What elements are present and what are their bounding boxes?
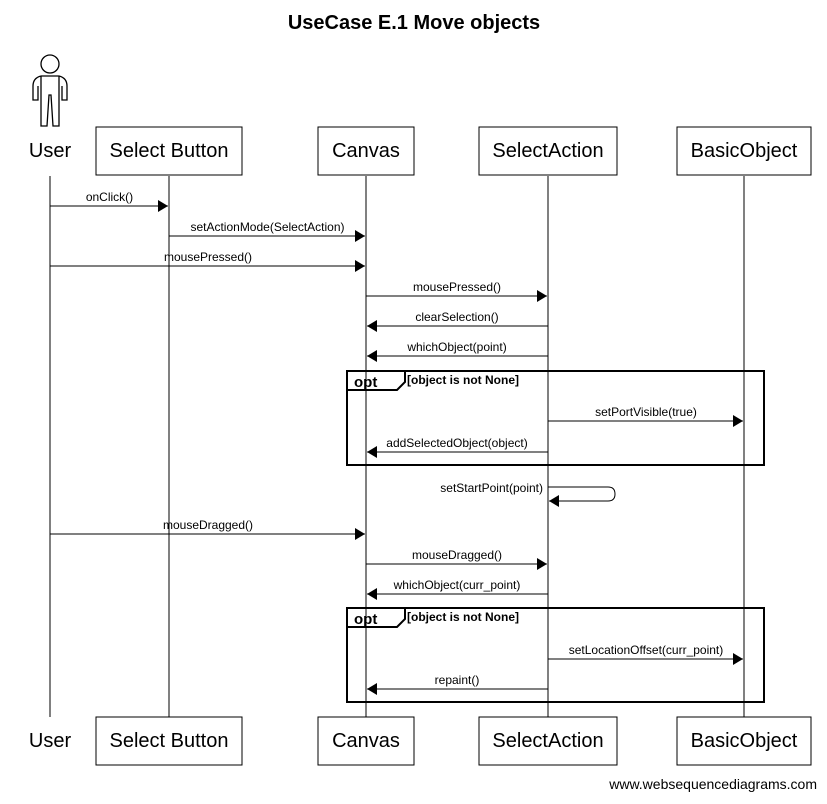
message-label: setActionMode(SelectAction) xyxy=(190,220,344,234)
participant-box xyxy=(317,126,415,176)
message-label: setStartPoint(point) xyxy=(440,481,543,495)
message: setLocationOffset(curr_point) xyxy=(548,643,743,665)
participant-box xyxy=(95,716,243,766)
footer-credit: www.websequencediagrams.com xyxy=(608,776,817,792)
message: whichObject(point) xyxy=(367,340,548,362)
participant-feet: User Select Button Canvas SelectAction Basic… xyxy=(29,716,812,766)
message-label: repaint() xyxy=(435,673,480,687)
message: whichObject(curr_point) xyxy=(367,578,548,600)
participant-label: Canvas xyxy=(332,730,400,752)
participant-label: Select Button xyxy=(110,140,229,162)
participant-box xyxy=(478,716,618,766)
participant-label: BasicObject xyxy=(691,140,798,162)
message-label: mousePressed() xyxy=(413,280,501,294)
message-label: mousePressed() xyxy=(164,250,252,264)
message-label: mouseDragged() xyxy=(412,548,502,562)
participant-label: SelectAction xyxy=(492,730,603,752)
fragment-condition: [object is not None] xyxy=(407,610,519,624)
message: setStartPoint(point) xyxy=(440,481,616,507)
participant-box xyxy=(478,126,618,176)
message: mouseDragged() xyxy=(50,518,365,540)
message-label: setLocationOffset(curr_point) xyxy=(569,643,724,657)
participant-select-action-top: SelectAction xyxy=(478,126,618,176)
diagram-title: UseCase E.1 Move objects xyxy=(288,12,540,34)
actor-icon xyxy=(32,54,68,127)
participant-user-bottom: User xyxy=(29,730,72,752)
message-label: clearSelection() xyxy=(415,310,498,324)
participant-box xyxy=(676,126,812,176)
message-arrow xyxy=(548,486,616,507)
participant-heads: User Select Button Canvas SelectAction Basic… xyxy=(29,54,812,176)
message-label: addSelectedObject(object) xyxy=(386,436,527,450)
participant-basic-object-bottom: BasicObject xyxy=(676,716,812,766)
participant-box xyxy=(317,716,415,766)
participant-box xyxy=(676,716,812,766)
message: mousePressed() xyxy=(366,280,547,302)
participant-label: BasicObject xyxy=(691,730,798,752)
opt-fragment: opt [object is not None] xyxy=(346,370,765,466)
messages: onClick() setActionMode(SelectAction) mous… xyxy=(50,190,743,695)
participant-user-top: User xyxy=(29,140,72,162)
participant-basic-object-top: BasicObject xyxy=(676,126,812,176)
message-label: onClick() xyxy=(86,190,133,204)
fragment-keyword: opt xyxy=(354,611,377,628)
message: setPortVisible(true) xyxy=(548,405,743,427)
message-label: whichObject(curr_point) xyxy=(393,578,521,592)
message: clearSelection() xyxy=(367,310,548,332)
message-label: setPortVisible(true) xyxy=(595,405,697,419)
participant-label: Canvas xyxy=(332,140,400,162)
fragment-condition: [object is not None] xyxy=(407,373,519,387)
message: setActionMode(SelectAction) xyxy=(169,220,365,242)
message: repaint() xyxy=(367,673,548,695)
participant-label: User xyxy=(29,730,72,752)
participant-label: Select Button xyxy=(110,730,229,752)
participant-select-button-bottom: Select Button xyxy=(95,716,243,766)
fragment-keyword: opt xyxy=(354,374,377,391)
message-label: whichObject(point) xyxy=(406,340,506,354)
participant-label: User xyxy=(29,140,72,162)
participant-label: SelectAction xyxy=(492,140,603,162)
message: onClick() xyxy=(50,190,168,212)
message: addSelectedObject(object) xyxy=(367,436,548,458)
opt-fragment: opt [object is not None] xyxy=(346,607,765,703)
participant-canvas-bottom: Canvas xyxy=(317,716,415,766)
participant-select-action-bottom: SelectAction xyxy=(478,716,618,766)
message-label: mouseDragged() xyxy=(163,518,253,532)
participant-box xyxy=(95,126,243,176)
message: mouseDragged() xyxy=(366,548,547,570)
message: mousePressed() xyxy=(50,250,365,272)
fragments: opt [object is not None] opt [object is not… xyxy=(346,370,765,703)
participant-canvas-top: Canvas xyxy=(317,126,415,176)
participant-select-button-top: Select Button xyxy=(95,126,243,176)
